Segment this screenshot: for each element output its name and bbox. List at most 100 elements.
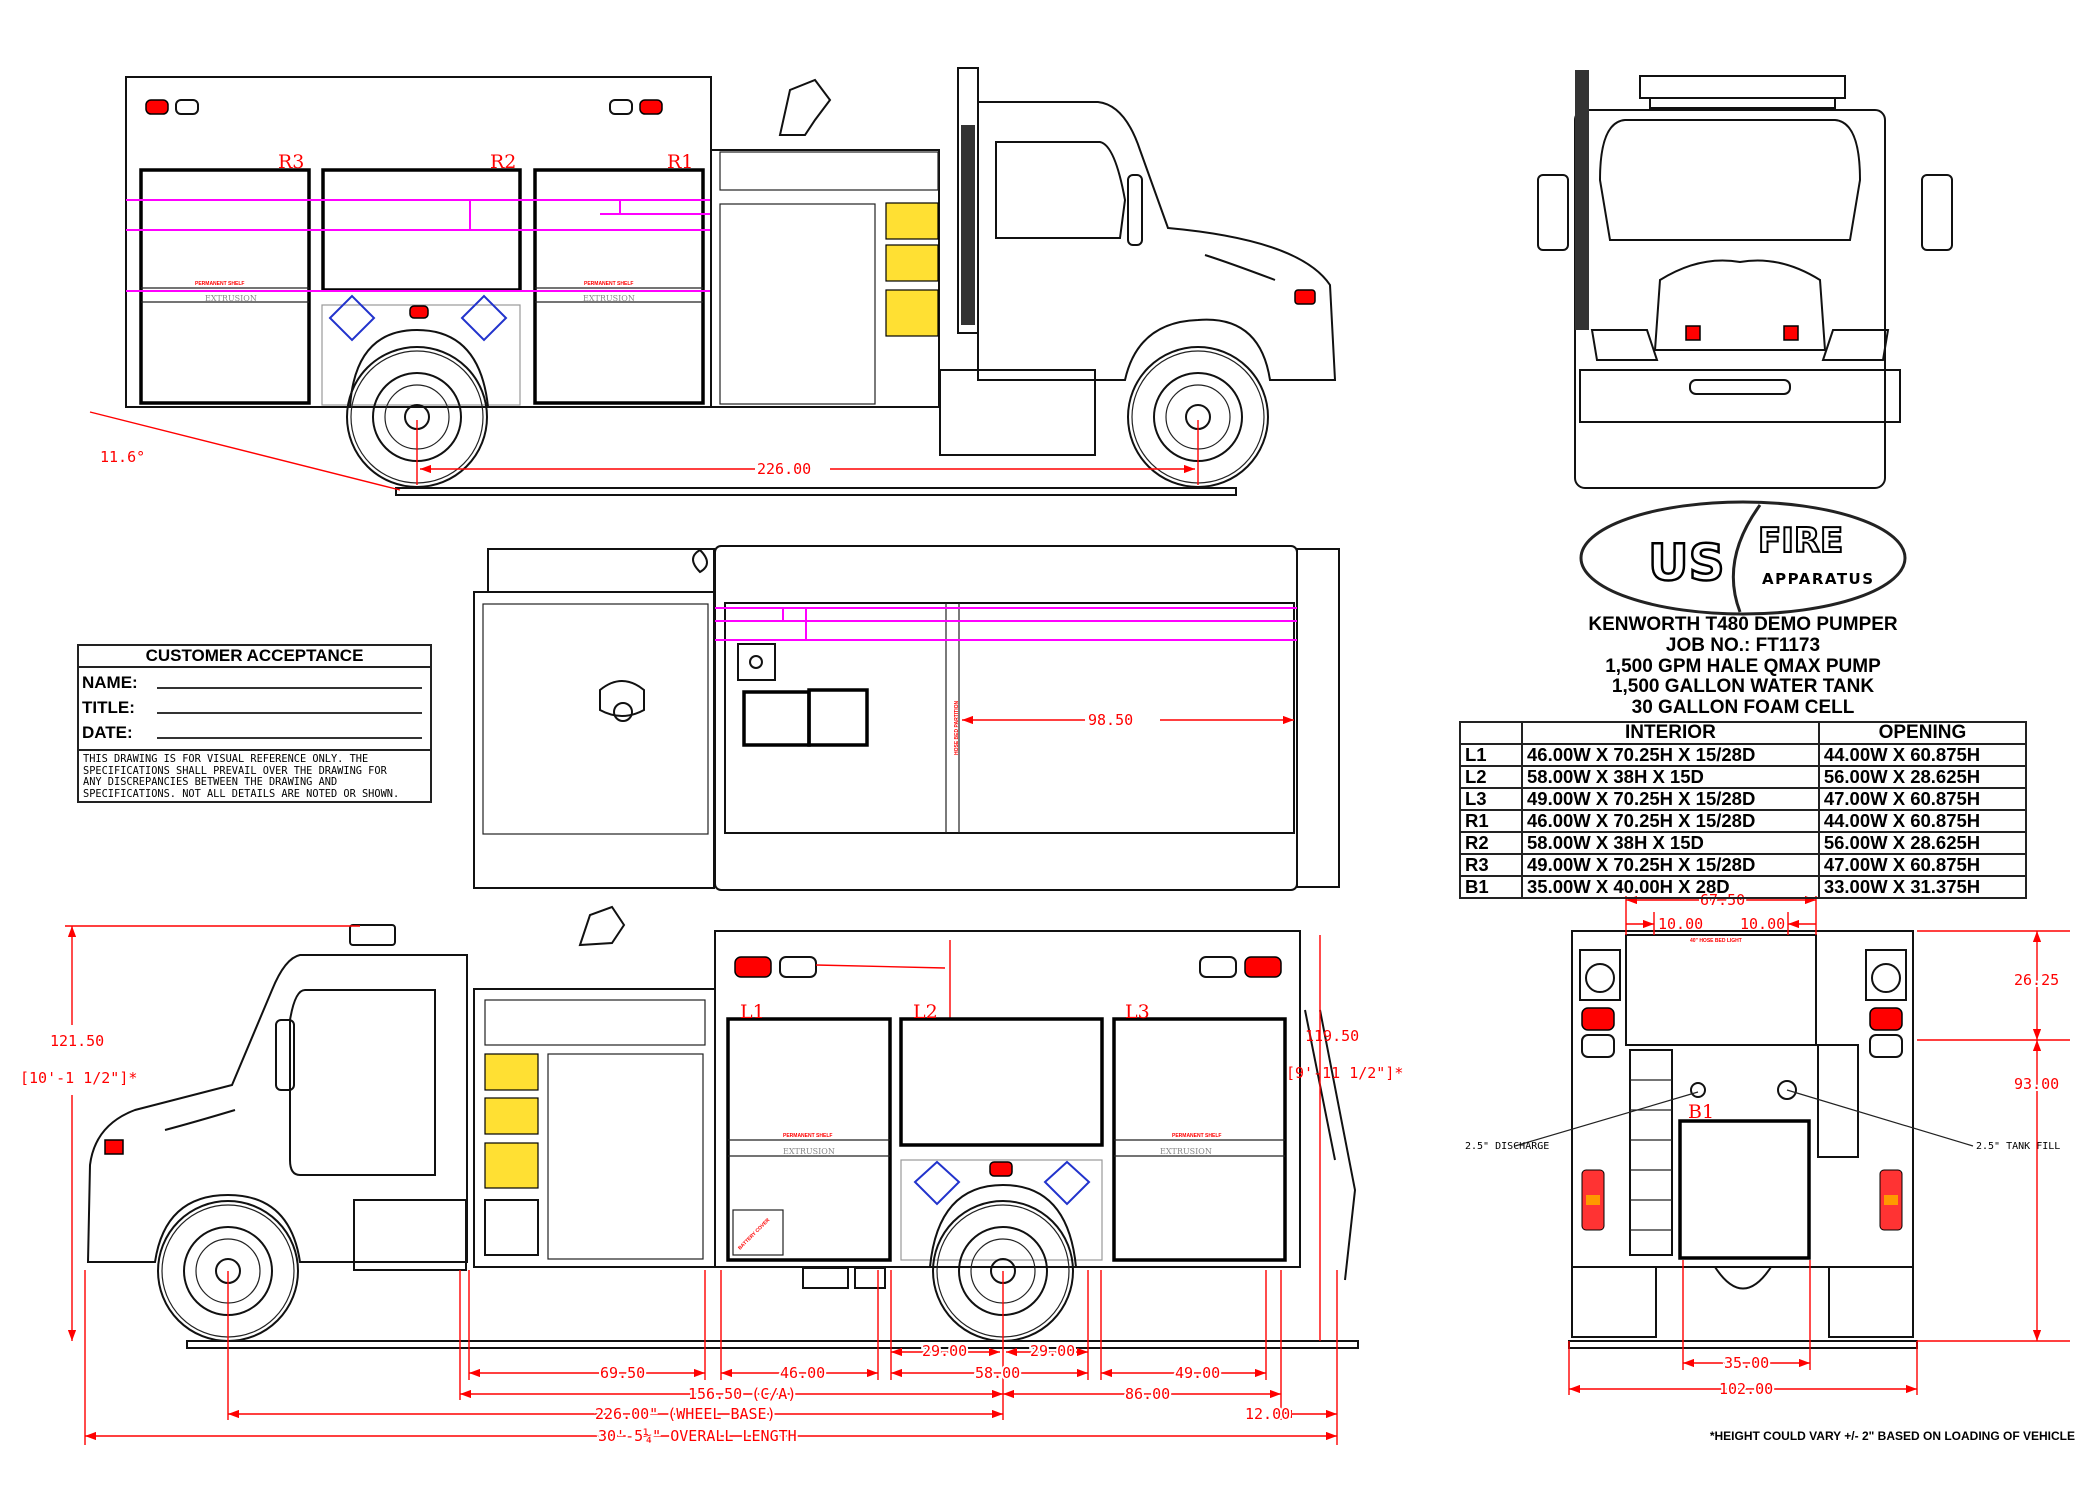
label-r1: R1 [667,151,693,173]
date-label: DATE: [82,723,133,742]
shelf-label: PERMANENT SHELF [195,281,244,287]
disclaimer-line: THIS DRAWING IS FOR VISUAL REFERENCE ONL… [83,753,369,765]
disclaimer-line: SPECIFICATIONS SHALL PREVAIL OVER THE DR… [83,764,387,777]
cell-id: L3 [1459,787,1523,811]
shelf-label: PERMANENT SHELF [783,1133,832,1139]
dim-29-00-a: 29.00 [922,1342,967,1360]
driver-side-view: BATTERY COVER PERMANENT SHELF EXTRUSION … [20,905,1403,1447]
name-label: NAME: [82,673,138,692]
title-signature-line[interactable] [157,711,422,714]
cell-interior: 49.00W X 70.25H X 15/28D [1521,787,1820,811]
title-job-number: JOB NO.: FT1173 [1665,634,1821,656]
disclaimer-line: ANY DISCREPANCIES BETWEEN THE DRAWING AN… [83,776,338,788]
label-r2: R2 [490,151,516,173]
dim-hose-bed-length: 98.50 [1088,711,1133,729]
dim-rear-102-00: 102.00 [1719,1380,1773,1398]
cell-id: R2 [1459,831,1523,855]
compartment-l2 [899,1017,1104,1147]
cell-id: B1 [1459,875,1523,899]
dim-rear-26-25: 26.25 [2014,971,2059,989]
dim-overall-length: 30'-5¼" OVERALL LENGTH [598,1427,797,1445]
disclaimer: THIS DRAWING IS FOR VISUAL REFERENCE ONL… [79,749,430,803]
header-interior: INTERIOR [1521,721,1820,745]
dim-wheel-base: 226.00" (WHEEL BASE) [595,1405,776,1423]
svg-text:US: US [1648,534,1725,592]
cell-interior: 35.00W X 40.00H X 28D [1521,875,1820,899]
dim-46-00: 46.00 [780,1364,825,1382]
cell-opening: 56.00W X 28.625H [1817,765,2028,789]
label-l2: L2 [913,1001,938,1023]
label-l1: L1 [740,1001,765,1023]
tank-fill-callout: 2.5" TANK FILL [1976,1141,2060,1152]
dim-58-00: 58.00 [975,1364,1020,1382]
name-field[interactable]: NAME: [79,668,430,693]
dim-cab-to-axle: 156.50 (C/A) [688,1385,796,1403]
title-label: TITLE: [82,698,135,717]
dim-rear-10-00-b: 10.00 [1740,915,1785,933]
dim-height-right: 119.50 [1305,1027,1359,1045]
title-vehicle: KENWORTH T480 DEMO PUMPER [1588,614,1898,635]
compartment-b1 [1678,1119,1811,1260]
cell-opening: 56.00W X 28.625H [1817,831,2028,855]
dim-height-left: 121.50 [50,1032,104,1050]
header-id [1459,721,1523,745]
hose-bed-partition-label: HOSE BED PARTITION [954,701,960,755]
shelf-label: PERMANENT SHELF [584,281,633,287]
cell-id: R1 [1459,809,1523,833]
extrusion-label: EXTRUSION [1160,1147,1212,1156]
dim-top-wheelbase: 226.00 [757,460,811,478]
hose-bed-light-label: 40" HOSE BED LIGHT [1690,938,1742,944]
dim-approach-angle: 11.6° [100,448,145,466]
title-block: KENWORTH T480 DEMO PUMPER JOB NO.: FT117… [1543,614,1943,719]
disclaimer-line: SPECIFICATIONS. NOT ALL DETAILS ARE NOTE… [83,787,400,800]
dim-29-00-b: 29.00 [1030,1342,1075,1360]
dim-rear-35-00: 35.00 [1724,1354,1769,1372]
us-fire-apparatus-logo: US FIRE APPARATUS [1579,500,1907,616]
cell-interior: 58.00W X 38H X 15D [1521,831,1820,855]
title-pump: 1,500 GPM HALE QMAX PUMP [1605,655,1881,677]
height-footnote: *HEIGHT COULD VARY +/- 2" BASED ON LOADI… [1709,1429,2075,1443]
title-field[interactable]: TITLE: [79,693,430,718]
table-header-row: INTERIOR OPENING [1459,721,2028,745]
date-field[interactable]: DATE: [79,718,430,743]
customer-acceptance-box: CUSTOMER ACCEPTANCE NAME: TITLE: DATE: T… [77,644,432,803]
cell-interior: 46.00W X 70.25H X 15/28D [1521,809,1820,833]
cell-opening: 33.00W X 31.375H [1817,875,2028,899]
title-foam-cell: 30 GALLON FOAM CELL [1631,697,1855,719]
cell-interior: 49.00W X 70.25H X 15/28D [1521,853,1820,877]
cell-interior: 58.00W X 38H X 15D [1521,765,1820,789]
battery-cover-label: BATTERY COVER [737,1217,771,1251]
dim-height-left-ft: [10'-1 1/2"]* [20,1069,137,1087]
cell-interior: 46.00W X 70.25H X 15/28D [1521,743,1820,767]
svg-text:APPARATUS: APPARATUS [1762,570,1875,588]
dim-12-00: 12.00 [1245,1405,1290,1423]
dim-rear-93-00: 93.00 [2014,1075,2059,1093]
cell-opening: 47.00W X 60.875H [1817,787,2028,811]
rear-view: 40" HOSE BED LIGHT B1 2.5" DISCHARGE 2.5… [1465,889,2070,1400]
compartment-r1 [533,168,705,405]
cell-id: L1 [1459,743,1523,767]
date-signature-line[interactable] [157,736,422,739]
extrusion-label: EXTRUSION [583,294,635,303]
passenger-side-view: R3 R2 R1 PERMANENT SHELF EXTRUSION PERMA… [89,67,1337,496]
extrusion-label: EXTRUSION [783,1147,835,1156]
header-opening: OPENING [1817,721,2028,745]
cell-id: R3 [1459,853,1523,877]
label-l3: L3 [1125,1001,1150,1023]
dim-69-50: 69.50 [600,1364,645,1382]
top-view: HOSE BED PARTITION 98.50 [473,545,1340,891]
compartment-r3 [139,168,311,405]
extrusion-label: EXTRUSION [205,294,257,303]
svg-text:FIRE: FIRE [1758,521,1843,561]
name-signature-line[interactable] [157,686,422,689]
cell-opening: 47.00W X 60.875H [1817,853,2028,877]
dim-49-00: 49.00 [1175,1364,1220,1382]
